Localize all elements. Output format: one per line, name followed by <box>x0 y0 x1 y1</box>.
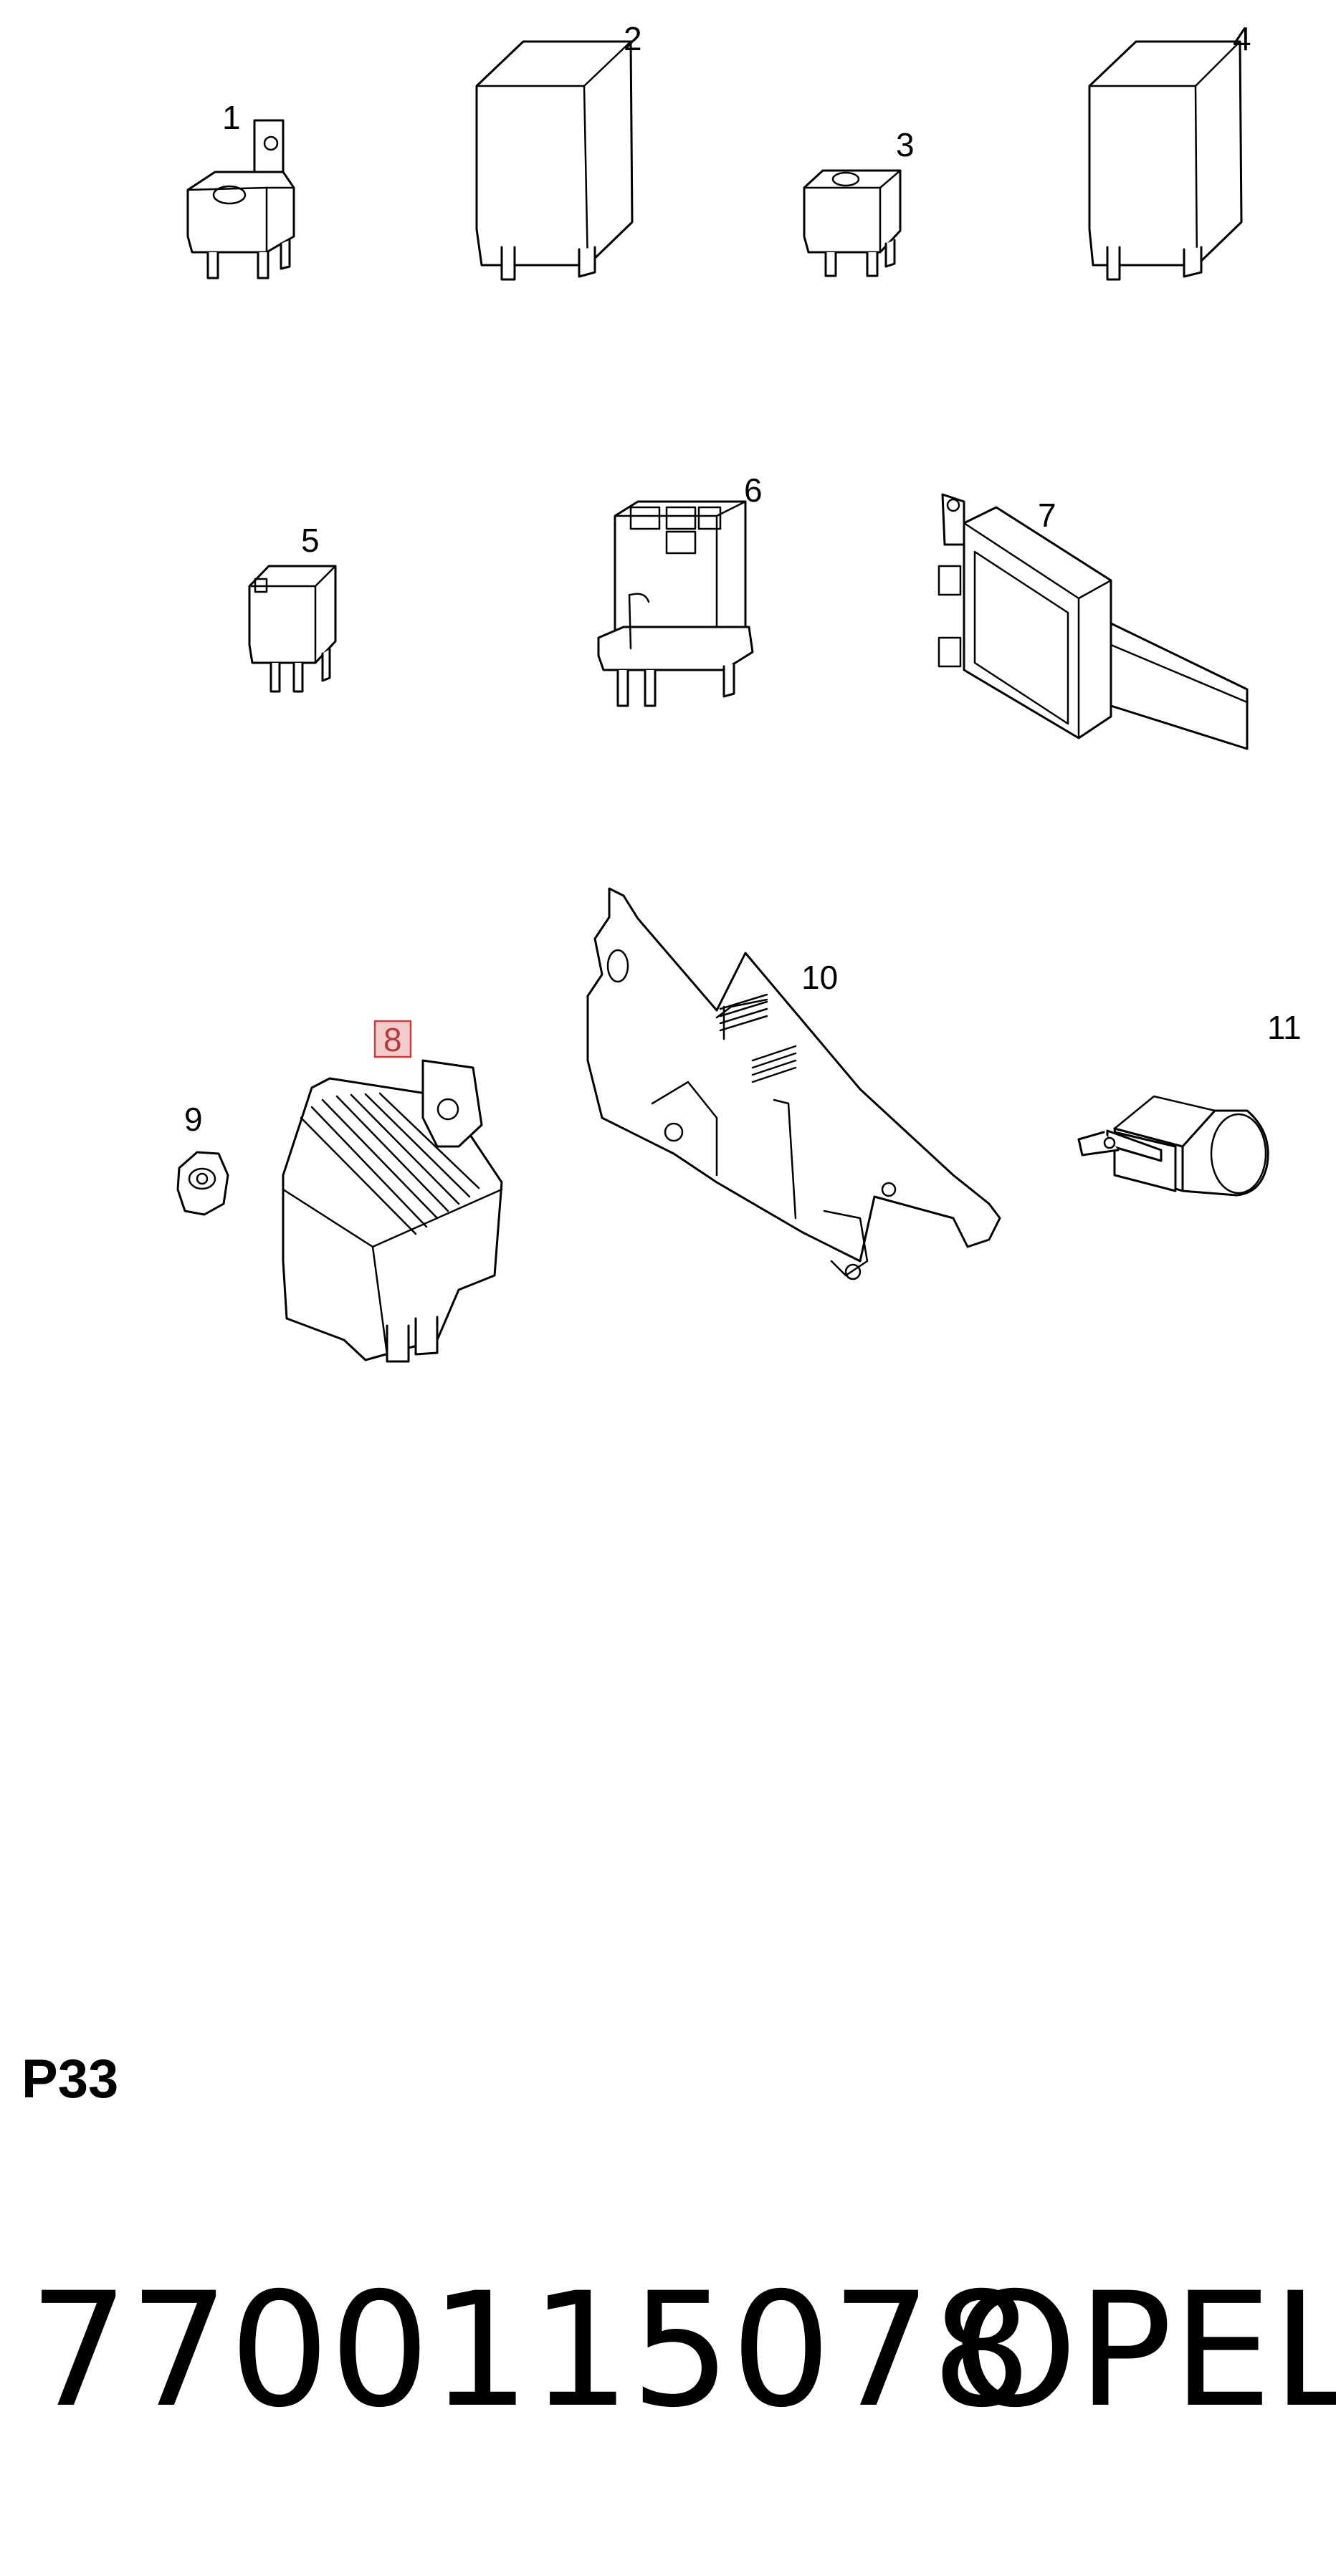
callout-10[interactable]: 10 <box>801 959 838 996</box>
part-number: 7700115078 <box>29 2259 1032 2442</box>
callout-2[interactable]: 2 <box>624 20 642 57</box>
callout-3[interactable]: 3 <box>896 126 915 163</box>
brand-name: OPEL <box>953 2259 1336 2442</box>
callout-8-highlight[interactable]: 8 <box>373 1020 412 1058</box>
part-10-mounting-bracket[interactable] <box>586 887 1001 1280</box>
part-5-micro-relay[interactable] <box>248 565 337 693</box>
callout-1[interactable]: 1 <box>222 99 241 136</box>
page-code: P33 <box>22 2049 119 2110</box>
part-8-control-unit[interactable] <box>282 1059 503 1363</box>
callout-9[interactable]: 9 <box>184 1101 203 1138</box>
callout-7[interactable]: 7 <box>1038 497 1056 534</box>
callout-6[interactable]: 6 <box>744 471 763 509</box>
callout-11[interactable]: 11 <box>1267 1009 1302 1046</box>
part-4-tall-relay[interactable] <box>1088 40 1243 281</box>
part-1-relay-with-tab[interactable] <box>186 119 295 279</box>
part-6-relay-socket[interactable] <box>597 500 754 707</box>
part-2-tall-relay[interactable] <box>475 40 634 281</box>
callout-4[interactable]: 4 <box>1233 20 1251 57</box>
part-7-relay-with-bracket[interactable] <box>937 493 1249 750</box>
part-3-small-relay[interactable] <box>803 169 902 277</box>
part-9-nut[interactable] <box>176 1151 229 1216</box>
callout-5[interactable]: 5 <box>301 522 320 559</box>
callout-8[interactable]: 8 <box>383 1021 402 1058</box>
part-11-flasher[interactable] <box>1077 1095 1269 1197</box>
footer: 7700115078 OPEL <box>29 2257 1336 2443</box>
